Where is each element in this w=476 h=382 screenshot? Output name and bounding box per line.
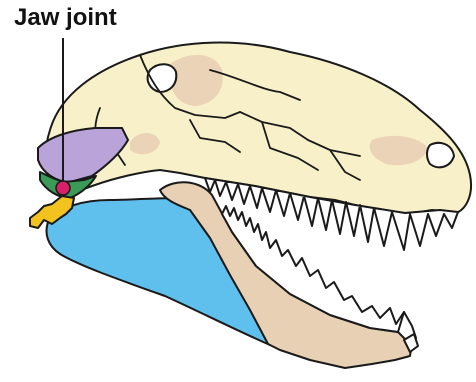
jaw-joint-marker — [56, 181, 70, 195]
orbit-opening — [148, 64, 177, 92]
temporal-opening — [427, 143, 454, 167]
